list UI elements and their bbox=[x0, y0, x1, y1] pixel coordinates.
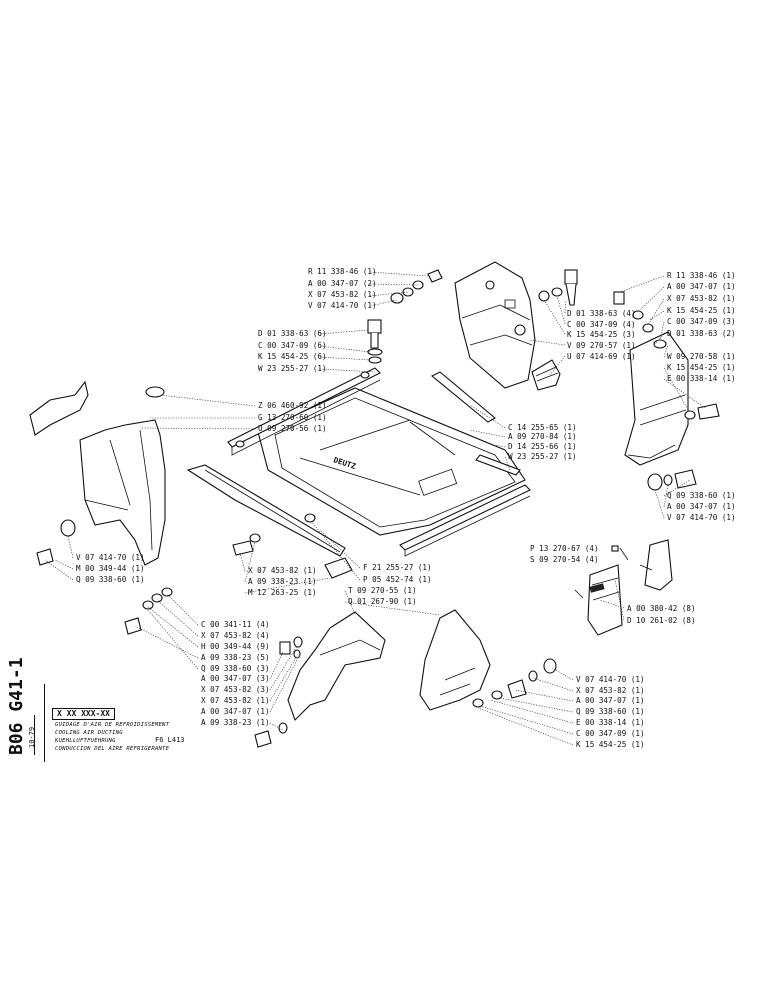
rubber-bellow bbox=[531, 359, 561, 391]
top-duct-housing bbox=[454, 261, 536, 389]
callout-label: K 15 454-25 (1) bbox=[667, 306, 736, 315]
bolt-set-lower-left bbox=[124, 587, 173, 635]
callout-label: A 00 347-07 (3) bbox=[201, 674, 270, 683]
callout-label: Q 09 338-60 (1) bbox=[576, 707, 645, 716]
title-english: COOLING AIR DUCTING bbox=[55, 730, 123, 736]
callout-label: X 07 453-82 (1) bbox=[576, 686, 645, 695]
lower-rail-left bbox=[186, 464, 353, 579]
left-duct-frame bbox=[36, 419, 166, 566]
callout-label: K 15 454-25 (3) bbox=[567, 330, 636, 339]
leader-lines bbox=[44, 271, 706, 746]
callout-label: E 00 338-14 (1) bbox=[667, 374, 736, 383]
callout-label: C 00 347-09 (6) bbox=[258, 341, 327, 350]
callout-label: Z 06 460-92 (1) bbox=[258, 401, 327, 410]
callout-label: R 11 338-46 (1) bbox=[308, 267, 377, 276]
callout-label: V 09 270-57 (1) bbox=[567, 341, 636, 350]
callout-label: A 00 347-07 (1) bbox=[201, 707, 270, 716]
callout-label: V 07 414-70 (1) bbox=[576, 675, 645, 684]
callout-label: D 01 338-63 (2) bbox=[667, 329, 736, 338]
bolt-set-center bbox=[367, 319, 383, 364]
callout-label: U 07 414-69 (1) bbox=[567, 352, 636, 361]
callout-label: A 00 347-07 (1) bbox=[667, 282, 736, 291]
lower-right-duct bbox=[419, 609, 557, 711]
title-spanish: CONDUCCION DEL AIRE REFRIGERANTE bbox=[55, 746, 170, 752]
callout-label: A 00 347-07 (1) bbox=[576, 696, 645, 705]
engine-model: F6 L413 bbox=[155, 736, 185, 744]
callout-label: P 13 270-67 (4) bbox=[530, 544, 599, 553]
callout-label: V 07 414-70 (1) bbox=[667, 513, 736, 522]
callout-label: D 14 255-66 (1) bbox=[508, 442, 577, 451]
callout-label: A 09 270-84 (1) bbox=[508, 432, 577, 441]
callout-label: C 00 347-09 (3) bbox=[667, 317, 736, 326]
part-code: X XX XXX-XX bbox=[52, 708, 115, 720]
callout-label: H 00 349-44 (9) bbox=[201, 642, 270, 651]
bolt-right-mid bbox=[684, 403, 720, 420]
callout-label: W 09 270-58 (1) bbox=[667, 352, 736, 361]
callout-label: V 07 414-70 (1) bbox=[76, 553, 145, 562]
callout-label: C 00 347-09 (1) bbox=[576, 729, 645, 738]
cover-panel bbox=[257, 387, 526, 536]
callout-label: R 11 338-46 (1) bbox=[667, 271, 736, 280]
callout-label: X 07 453-82 (1) bbox=[248, 566, 317, 575]
callout-label: C 00 347-09 (4) bbox=[567, 320, 636, 329]
right-duct-piece bbox=[624, 331, 689, 466]
callout-label: A 09 338-23 (5) bbox=[201, 653, 270, 662]
callout-label: T 09 270-55 (1) bbox=[348, 586, 417, 595]
callout-label: P 05 452-74 (1) bbox=[363, 575, 432, 584]
callout-label: X 07 453-82 (1) bbox=[308, 290, 377, 299]
callout-label: X 07 453-82 (1) bbox=[201, 696, 270, 705]
lower-left-duct bbox=[287, 611, 386, 722]
callout-label: D 01 338-63 (4) bbox=[567, 309, 636, 318]
callout-label: D 01 338-63 (6) bbox=[258, 329, 327, 338]
callout-label: F 21 255-27 (1) bbox=[363, 563, 432, 572]
callout-label: U 09 270-56 (1) bbox=[258, 424, 327, 433]
callout-label: K 15 454-25 (6) bbox=[258, 352, 327, 361]
callout-label: K 15 454-25 (1) bbox=[667, 363, 736, 372]
callout-label: G 13 270-60 (1) bbox=[258, 413, 327, 422]
lower-rail-right bbox=[399, 454, 531, 557]
bolt-set-lower-center bbox=[254, 636, 303, 748]
callout-label: Q 09 338-60 (1) bbox=[76, 575, 145, 584]
callout-label: Q 09 338-60 (1) bbox=[667, 491, 736, 500]
callout-label: V 07 414-70 (1) bbox=[308, 301, 377, 310]
title-divider bbox=[44, 684, 46, 762]
callout-label: A 09 338-23 (1) bbox=[201, 718, 270, 727]
callout-label: W 23 255-27 (1) bbox=[508, 452, 577, 461]
title-german: KUEHLLUFTFUEHRUNG bbox=[55, 738, 116, 744]
bolt-set-right-low bbox=[647, 469, 697, 491]
callout-label: K 15 454-25 (1) bbox=[576, 740, 645, 749]
callout-label: A 00 380-42 (8) bbox=[627, 604, 696, 613]
callout-label: C 14 255-65 (1) bbox=[508, 423, 577, 432]
callout-label: M 12 263-25 (1) bbox=[248, 588, 317, 597]
callout-label: A 09 338-23 (1) bbox=[248, 577, 317, 586]
title-french: GUIDAGE D'AIR DE REFROIDISSEMENT bbox=[55, 722, 170, 728]
callout-label: A 00 347-07 (1) bbox=[667, 502, 736, 511]
callout-label: M 00 349-44 (1) bbox=[76, 564, 145, 573]
small-cover-plates bbox=[574, 539, 673, 636]
left-flat-plate bbox=[29, 380, 165, 436]
upper-rail bbox=[227, 367, 381, 456]
callout-label: W 23 255-27 (1) bbox=[258, 364, 327, 373]
callout-label: D 10 261-02 (8) bbox=[627, 616, 696, 625]
callout-label: Q 01 267-90 (1) bbox=[348, 597, 417, 606]
callout-label: X 07 453-82 (4) bbox=[201, 631, 270, 640]
callout-label: X 07 453-82 (3) bbox=[201, 685, 270, 694]
right-rail-upper bbox=[430, 371, 496, 423]
bolt-set-top-center bbox=[538, 269, 578, 306]
sheet-date: 10-79 bbox=[28, 726, 36, 748]
callout-label: A 00 347-07 (2) bbox=[308, 279, 377, 288]
bolt-set-top-left bbox=[390, 269, 443, 304]
callout-label: Q 09 338-60 (3) bbox=[201, 664, 270, 673]
callout-label: X 07 453-82 (1) bbox=[667, 294, 736, 303]
callout-label: S 09 270-54 (4) bbox=[530, 555, 599, 564]
callout-label: E 00 338-14 (1) bbox=[576, 718, 645, 727]
callout-label: C 00 341-11 (4) bbox=[201, 620, 270, 629]
callout-labels: R 11 338-46 (1) A 00 347-07 (2) X 07 453… bbox=[76, 267, 736, 749]
